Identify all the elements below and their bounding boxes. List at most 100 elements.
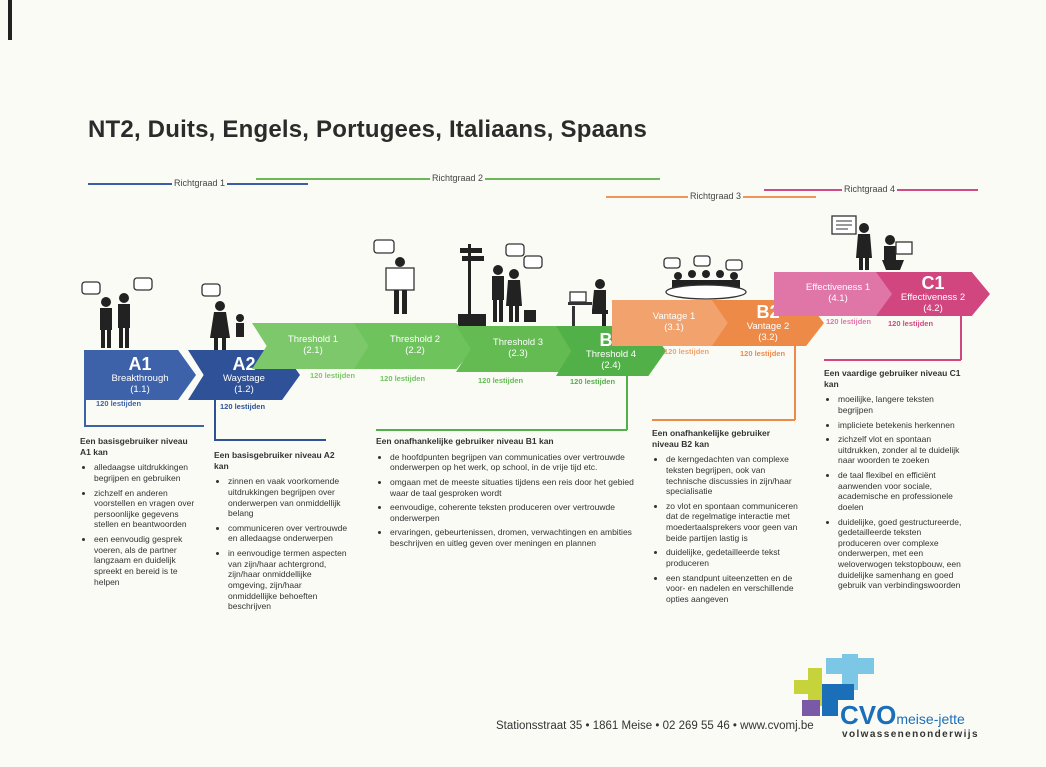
footer-address: Stationsstraat 35 • 1861 Meise • 02 269 …	[496, 720, 814, 732]
b2-connector-horizontal	[652, 419, 795, 421]
richtgraad-4-label: Richtgraad 4	[842, 184, 898, 194]
travellers-signpost-illustration	[458, 243, 543, 326]
level-c1-name: Effectiveness 2	[900, 292, 966, 304]
level-a1-code: A1	[128, 353, 152, 374]
c1-description: Een vaardige gebruiker niveau C1 kan moe…	[824, 368, 966, 595]
level-threshold1-name: Threshold 1	[287, 334, 339, 346]
b2-item: zo vlot en spontaan communiceren dat de …	[666, 501, 798, 544]
level-vantage1-num: (3.1)	[664, 322, 684, 333]
level-threshold3-chevron: Threshold 3 (2.3)	[456, 326, 580, 372]
a2-heading: Een basisgebruiker niveau A2 kan	[214, 450, 335, 471]
b1-item: eenvoudige, coherente teksten produceren…	[390, 502, 638, 523]
level-a2-hours: 120 lestijden	[220, 402, 266, 411]
presenter-illustration	[831, 215, 913, 270]
level-a2-num: (1.2)	[234, 384, 254, 396]
level-b2-num: (3.2)	[758, 332, 778, 344]
level-c1-code: C1	[921, 272, 945, 293]
b2-list: de kerngedachten van complexe teksten be…	[652, 454, 798, 604]
level-b2-code: B2	[756, 301, 780, 322]
a2-description: Een basisgebruiker niveau A2 kan zinnen …	[214, 450, 348, 616]
level-threshold2-hours: 120 lestijden	[380, 374, 426, 383]
level-threshold3-name: Threshold 3	[492, 337, 544, 349]
level-vantage1-chevron: Vantage 1 (3.1)	[612, 300, 736, 346]
a2-list: zinnen en vaak voorkomende uitdrukkingen…	[214, 476, 348, 612]
level-b1-hours: 120 lestijden	[570, 377, 616, 386]
b2-connector-vertical	[794, 346, 796, 420]
level-b2-name: Vantage 2	[746, 321, 790, 333]
logo-subtitle: volwassenenonderwijs	[842, 729, 979, 740]
richtgraad-2-label: Richtgraad 2	[430, 173, 486, 183]
people-talking-illustration	[81, 277, 153, 348]
a1-connector-horizontal	[84, 425, 204, 427]
level-threshold3-num: (2.3)	[508, 348, 528, 359]
b2-item: een standpunt uiteenzetten en de voor- e…	[666, 573, 798, 605]
level-threshold2-chevron: Threshold 2 (2.2)	[354, 323, 476, 369]
level-a2-name: Waystage	[223, 373, 265, 385]
b2-description: Een onafhankelijke gebruiker niveau B2 k…	[652, 428, 798, 608]
level-threshold1-num: (2.1)	[303, 345, 323, 356]
c1-list: moeilijke, langere teksten begrijpen imp…	[824, 394, 966, 591]
b1-heading: Een onafhankelijke gebruiker niveau B1 k…	[376, 436, 554, 446]
a2-item: in eenvoudige termen aspecten van zijn/h…	[228, 548, 348, 612]
level-effectiveness1-chevron: Effectiveness 1 (4.1)	[774, 272, 902, 316]
a1-connector-vertical	[84, 400, 86, 426]
b1-connector-horizontal	[376, 429, 627, 431]
b1-connector-vertical	[626, 376, 628, 430]
level-c1-num: (4.2)	[923, 303, 943, 315]
level-threshold2-name: Threshold 2	[389, 334, 441, 346]
a1-item: zichzelf en anderen voorstellen en vrage…	[94, 488, 198, 531]
laptop-worker-illustration	[568, 279, 608, 328]
level-c1-chevron: C1 Effectiveness 2 (4.2)	[876, 272, 990, 316]
level-threshold3-hours: 120 lestijden	[478, 376, 524, 385]
level-b2-hours: 120 lestijden	[740, 349, 786, 358]
parent-child-illustration	[201, 283, 244, 350]
level-c1-hours: 120 lestijden	[888, 319, 934, 328]
a2-connector-vertical	[214, 400, 216, 440]
richtgraad-1-label: Richtgraad 1	[172, 178, 228, 188]
level-a1-chevron: A1 Breakthrough (1.1)	[84, 350, 196, 400]
c1-item: impliciete betekenis herkennen	[838, 420, 966, 431]
a1-description: Een basisgebruiker niveau A1 kan alledaa…	[80, 436, 198, 591]
b2-item: duidelijke, gedetailleerde tekst produce…	[666, 547, 798, 568]
b1-list: de hoofdpunten begrijpen van communicati…	[376, 452, 638, 549]
level-effectiveness1-hours: 120 lestijden	[826, 317, 872, 326]
level-threshold2-num: (2.2)	[405, 345, 425, 356]
c1-item: de taal flexibel en efficiënt aanwenden …	[838, 470, 966, 513]
a1-item: alledaagse uitdrukkingen begrijpen en ge…	[94, 462, 198, 483]
cvo-logo-wordmark: CVOmeise-jette	[840, 700, 965, 731]
level-effectiveness1-name: Effectiveness 1	[805, 282, 871, 294]
a2-item: zinnen en vaak voorkomende uitdrukkingen…	[228, 476, 348, 519]
newspaper-reader-illustration	[373, 239, 415, 314]
logo-suffix: meise-jette	[896, 711, 965, 727]
a2-item: communiceren over vertrouwde en alledaag…	[228, 523, 348, 544]
level-threshold1-chevron: Threshold 1 (2.1)	[252, 323, 374, 369]
c1-heading: Een vaardige gebruiker niveau C1 kan	[824, 368, 961, 389]
b1-item: ervaringen, gebeurtenissen, dromen, verw…	[390, 527, 638, 548]
level-vantage1-hours: 120 lestijden	[664, 347, 710, 356]
level-effectiveness1-num: (4.1)	[828, 293, 848, 304]
richtgraad-3-label: Richtgraad 3	[688, 191, 744, 201]
b2-heading: Een onafhankelijke gebruiker niveau B2 k…	[652, 428, 771, 449]
page-title: NT2, Duits, Engels, Portugees, Italiaans…	[88, 116, 648, 143]
c1-connector-horizontal	[824, 359, 961, 361]
level-a1-num: (1.1)	[130, 384, 150, 396]
level-a1-hours: 120 lestijden	[96, 399, 142, 408]
level-a1-name: Breakthrough	[111, 373, 169, 385]
meeting-table-illustration	[663, 255, 747, 300]
a1-heading: Een basisgebruiker niveau A1 kan	[80, 436, 188, 457]
c1-connector-vertical	[960, 316, 962, 360]
level-threshold1-hours: 120 lestijden	[310, 371, 356, 380]
logo-main: CVO	[840, 700, 897, 730]
scan-edge-mark	[8, 0, 12, 40]
cvo-logo-graphic	[794, 654, 874, 716]
b1-description: Een onafhankelijke gebruiker niveau B1 k…	[376, 436, 638, 553]
c1-item: moeilijke, langere teksten begrijpen	[838, 394, 966, 415]
c1-item: zichzelf vlot en spontaan uitdrukken, zo…	[838, 434, 966, 466]
level-vantage1-name: Vantage 1	[652, 311, 696, 323]
level-b1-name: Threshold 4	[585, 349, 637, 361]
a1-item: een eenvoudig gesprek voeren, als de par…	[94, 534, 198, 587]
a1-list: alledaagse uitdrukkingen begrijpen en ge…	[80, 462, 198, 587]
level-a2-code: A2	[232, 353, 256, 374]
c1-item: duidelijke, goed gestructureerde, gedeta…	[838, 517, 966, 591]
